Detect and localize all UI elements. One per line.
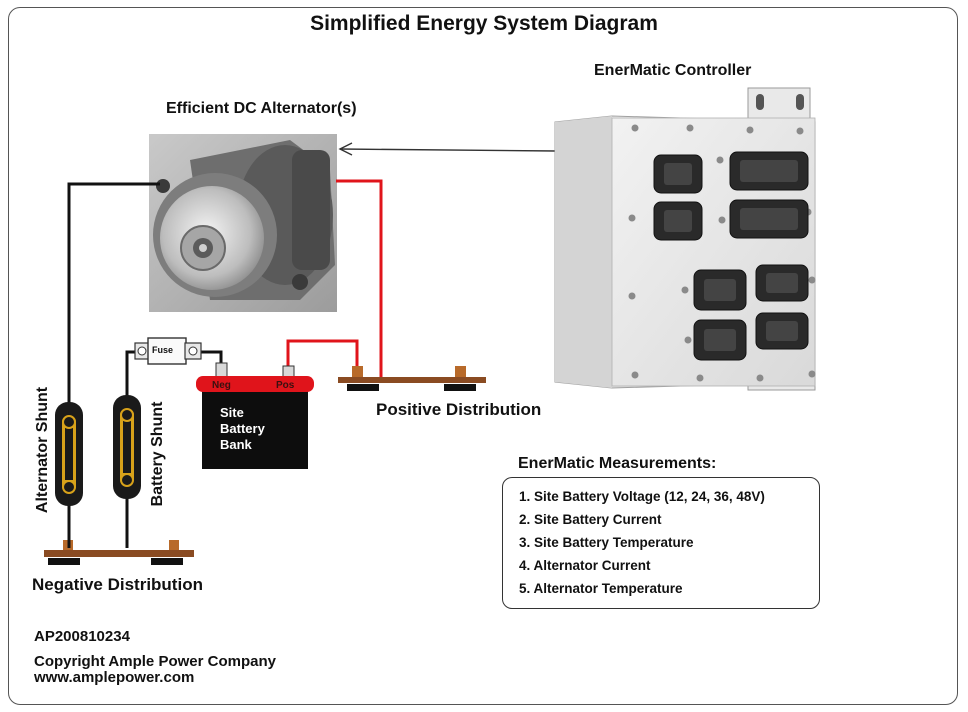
alternator-shunt-label: Alternator Shunt — [34, 386, 51, 514]
battery-terminal-strip — [196, 376, 314, 392]
measurements-heading: EnerMatic Measurements: — [518, 455, 717, 472]
document-id: AP200810234 — [34, 628, 130, 645]
fuse-label: Fuse — [152, 345, 174, 355]
positive-distribution-label: Positive Distribution — [376, 400, 542, 419]
battery-bank-line2: Battery — [220, 421, 265, 436]
fuse-icon — [134, 337, 202, 365]
positive-bus-bar-icon — [338, 366, 486, 391]
copyright-text: Copyright Ample Power Company — [34, 653, 276, 670]
alternator-photo — [149, 134, 337, 312]
fuse-wire — [198, 350, 223, 364]
controller-label: EnerMatic Controller — [594, 62, 752, 79]
battery-shunt-icon — [113, 395, 141, 499]
battery-pos-label: Pos — [276, 380, 295, 391]
battery-bank-line3: Bank — [220, 437, 252, 452]
measurements-list: 1. Site Battery Voltage (12, 24, 36, 48V… — [519, 485, 765, 600]
measurement-item: 2. Site Battery Current — [519, 512, 662, 527]
measurements-box: 1. Site Battery Voltage (12, 24, 36, 48V… — [502, 477, 820, 609]
battery-neg-label: Neg — [212, 380, 231, 391]
battery-bank-line1: Site — [220, 405, 244, 420]
negative-bus-bar-icon — [44, 540, 194, 565]
measurement-item: 4. Alternator Current — [519, 558, 651, 573]
diagram-title: Simplified Energy System Diagram — [310, 12, 658, 35]
controller-photo — [554, 87, 816, 391]
measurement-item: 1. Site Battery Voltage (12, 24, 36, 48V… — [519, 489, 765, 504]
alternator-shunt-icon — [55, 395, 83, 548]
website-text: www.amplepower.com — [34, 669, 195, 686]
negative-distribution-label: Negative Distribution — [32, 575, 203, 594]
alternator-label: Efficient DC Alternator(s) — [166, 100, 357, 117]
battery-bank-label: Site Battery Bank — [220, 405, 265, 453]
site-battery-bank-icon — [202, 379, 308, 469]
battery-shunt-label: Battery Shunt — [149, 401, 166, 507]
positive-wires — [286, 179, 383, 379]
measurement-item: 5. Alternator Temperature — [519, 581, 683, 596]
measurement-item: 3. Site Battery Temperature — [519, 535, 694, 550]
signal-arrow — [338, 142, 557, 156]
